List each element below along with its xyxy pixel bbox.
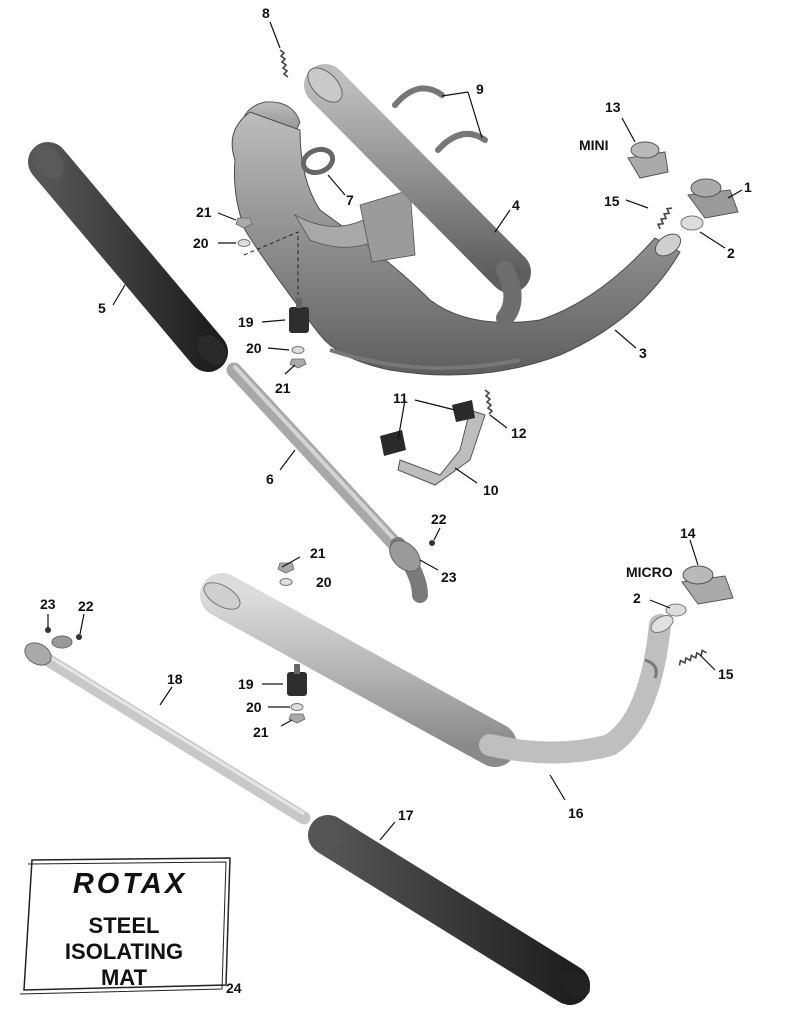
callout-21-top: 21 xyxy=(196,204,212,220)
callout-24: 24 xyxy=(226,980,242,996)
part-18-rod xyxy=(24,635,311,825)
part-12-spring xyxy=(484,389,494,415)
callout-10: 10 xyxy=(483,482,499,498)
parts-19-20-21-upper xyxy=(235,217,309,369)
part-2-gasket-top xyxy=(680,215,704,231)
parts-22-23-fasteners xyxy=(45,540,435,640)
callout-2-top: 2 xyxy=(727,245,735,261)
part-9-clamps xyxy=(392,85,488,153)
part-3-exhaust-pipe xyxy=(231,101,682,376)
callout-18: 18 xyxy=(167,671,183,687)
callout-labels: 1 2 3 4 5 6 7 8 9 10 11 12 13 14 15 15 1… xyxy=(40,5,752,996)
callout-4: 4 xyxy=(512,197,520,213)
callout-16: 16 xyxy=(568,805,584,821)
mat-line-2: ISOLATING xyxy=(65,939,183,964)
callout-1: 1 xyxy=(744,179,752,195)
callout-6: 6 xyxy=(266,471,274,487)
part-11-pads xyxy=(380,400,475,456)
part-5-insulation-sleeve xyxy=(28,142,228,372)
callout-8: 8 xyxy=(262,5,270,21)
callout-19-top: 19 xyxy=(238,314,254,330)
callout-19-bottom: 19 xyxy=(238,676,254,692)
callout-21-bottom: 21 xyxy=(253,724,269,740)
part-15-spring-bottom xyxy=(678,649,707,666)
callout-20-lower: 20 xyxy=(316,574,332,590)
part-7-ring xyxy=(300,146,336,176)
callout-5: 5 xyxy=(98,300,106,316)
callout-15-bottom: 15 xyxy=(718,666,734,682)
part-24-steel-isolating-mat: ROTAX STEEL ISOLATING MAT xyxy=(19,857,231,995)
callout-12: 12 xyxy=(511,425,527,441)
part-10-bracket xyxy=(397,409,486,486)
callout-20-bottom: 20 xyxy=(246,699,262,715)
callout-3: 3 xyxy=(639,345,647,361)
callout-11: 11 xyxy=(393,390,408,406)
callout-9: 9 xyxy=(476,81,484,97)
part-16-exhaust-pipe-micro xyxy=(200,573,674,767)
part-6-rod xyxy=(226,362,428,603)
leader-lines xyxy=(47,21,743,841)
variant-mini-label: MINI xyxy=(579,137,609,153)
callout-22-right: 22 xyxy=(431,511,447,527)
part-2-gasket-bottom xyxy=(665,603,687,617)
callout-7: 7 xyxy=(346,192,354,208)
parts-19-20-21-lower xyxy=(277,562,307,724)
callout-17: 17 xyxy=(398,807,414,823)
callout-2-bottom: 2 xyxy=(633,590,641,606)
part-4-muffler xyxy=(304,64,531,327)
callout-22-left: 22 xyxy=(78,598,94,614)
callout-21-mid: 21 xyxy=(275,380,291,396)
callout-20-top: 20 xyxy=(193,235,209,251)
part-8-spring xyxy=(279,49,289,78)
mat-line-1: STEEL xyxy=(89,913,160,938)
part-15-spring-top xyxy=(656,207,673,230)
callout-15-top: 15 xyxy=(604,193,620,209)
part-14-bushing-micro xyxy=(681,565,734,605)
part-17-insulation-sleeve xyxy=(308,815,590,1005)
callout-13: 13 xyxy=(605,99,621,115)
callout-21-lower: 21 xyxy=(310,545,326,561)
callout-14: 14 xyxy=(680,525,696,541)
callout-20-mid: 20 xyxy=(246,340,262,356)
part-13-bushing-mini xyxy=(627,141,669,179)
mat-brand: ROTAX xyxy=(73,868,187,900)
part-1-bushing xyxy=(687,178,739,219)
variant-micro-label: MICRO xyxy=(626,564,673,580)
callout-23-left: 23 xyxy=(40,596,56,612)
mat-line-3: MAT xyxy=(101,965,148,990)
callout-23-right: 23 xyxy=(441,569,457,585)
